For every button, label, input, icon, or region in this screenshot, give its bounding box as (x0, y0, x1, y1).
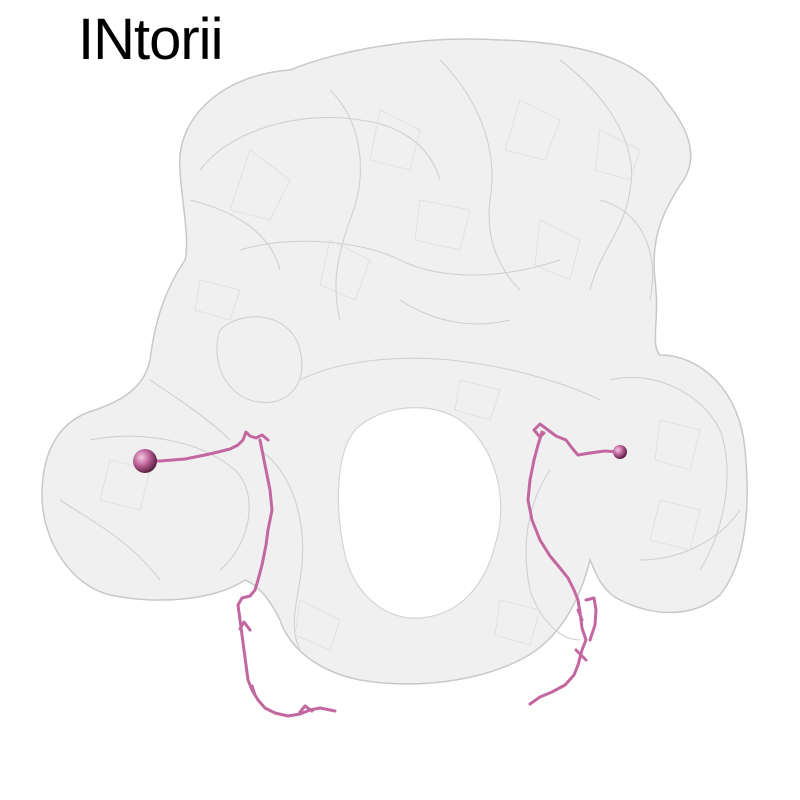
neuropil-mesh (41, 38, 748, 685)
mesh-contours (59, 59, 741, 651)
neuron-left-arbor (143, 430, 337, 718)
neuron-right-arbor (526, 422, 622, 706)
neuron-right (526, 422, 627, 706)
neuron-left (133, 430, 337, 718)
figure-title: INtorii (78, 7, 223, 72)
mesh-facets (99, 99, 701, 651)
neuron-right-soma (613, 445, 627, 459)
mesh-outline (41, 38, 748, 685)
mesh-central-hole (337, 407, 502, 619)
neuron-left-soma (133, 449, 157, 473)
